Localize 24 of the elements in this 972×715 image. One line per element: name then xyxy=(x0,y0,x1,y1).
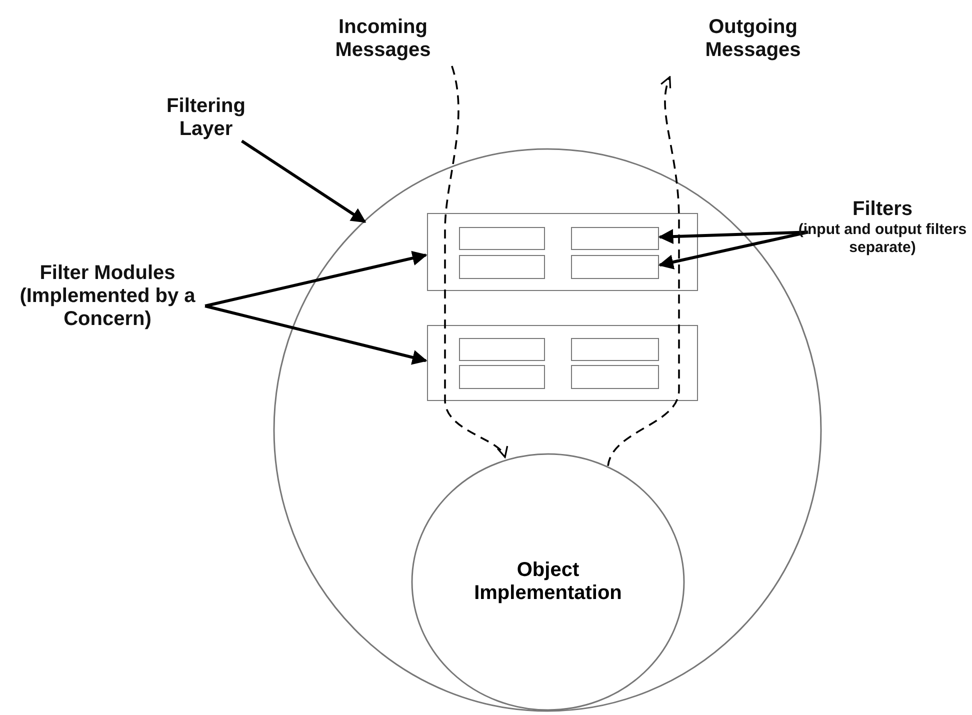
arrow xyxy=(658,229,808,244)
callout-label: Outgoing Messages xyxy=(704,16,802,62)
arrow xyxy=(240,140,366,224)
filter-box xyxy=(459,227,545,250)
filter-box xyxy=(571,255,659,279)
callout-label: Incoming Messages xyxy=(334,16,432,62)
dashed-arrow xyxy=(607,76,680,466)
filter-box xyxy=(571,227,659,250)
arrow xyxy=(204,250,428,308)
arrow xyxy=(658,230,808,270)
module-box xyxy=(427,213,698,291)
callout-label: Filters xyxy=(851,198,914,221)
callout-label: Filter Modules (Implemented by a Concern) xyxy=(18,262,196,331)
module-box xyxy=(427,325,698,401)
filter-box xyxy=(571,338,659,361)
filter-box xyxy=(459,255,545,279)
filter-box xyxy=(459,365,545,389)
filter-box xyxy=(571,365,659,389)
arrow xyxy=(204,304,428,365)
node-label: Object Implementation xyxy=(473,559,623,605)
filter-box xyxy=(459,338,545,361)
callout-label: Filtering Layer xyxy=(166,95,246,141)
dashed-arrow xyxy=(444,66,506,458)
callout-note: (input and output filters separate) xyxy=(797,221,968,257)
